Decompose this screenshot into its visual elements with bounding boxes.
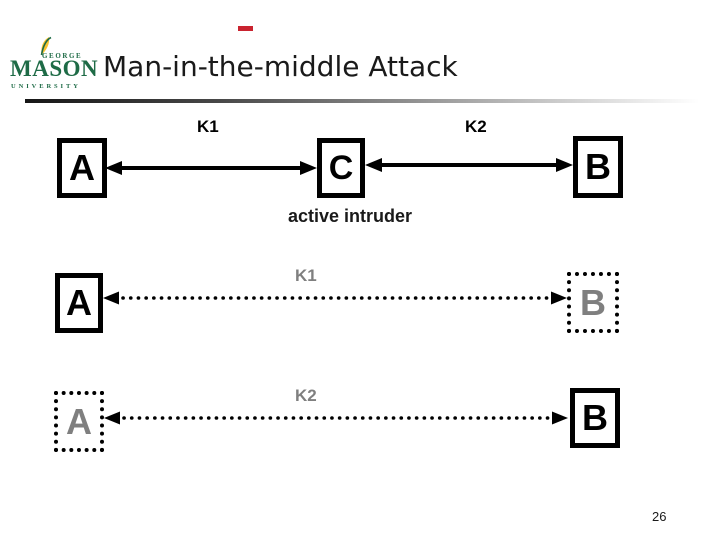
node-a-row3: A (54, 391, 104, 452)
key-label-k1-row1: K1 (197, 117, 219, 136)
feather-icon (40, 36, 52, 56)
logo-university-text: UNIVERSITY (11, 83, 81, 90)
logo-mason-text: MASON (10, 56, 99, 81)
title-divider (25, 99, 720, 103)
key-label-k2-row1: K2 (465, 117, 487, 136)
key-label-k1-row2: K1 (295, 266, 317, 285)
node-b-row2: B (567, 272, 619, 333)
dotted-double-arrow-row3 (104, 411, 568, 425)
solid-double-arrow-a-c (105, 161, 317, 175)
node-b-row1: B (573, 136, 623, 198)
logo-george-text: GEORGE (42, 52, 83, 60)
node-a-row2: A (55, 273, 103, 333)
dotted-double-arrow-row2 (103, 291, 567, 305)
slide-title: Man-in-the-middle Attack (103, 50, 458, 83)
node-a-row1: A (57, 138, 107, 198)
active-intruder-caption: active intruder (287, 206, 413, 226)
node-b-row3: B (570, 388, 620, 448)
solid-double-arrow-c-b (365, 158, 573, 172)
key-label-k2-row3: K2 (295, 386, 317, 405)
gmu-logo: GEORGE MASON UNIVERSITY (8, 36, 100, 96)
page-number: 26 (652, 509, 667, 524)
node-c-row1: C (317, 138, 365, 198)
red-dash-decoration (238, 26, 253, 31)
